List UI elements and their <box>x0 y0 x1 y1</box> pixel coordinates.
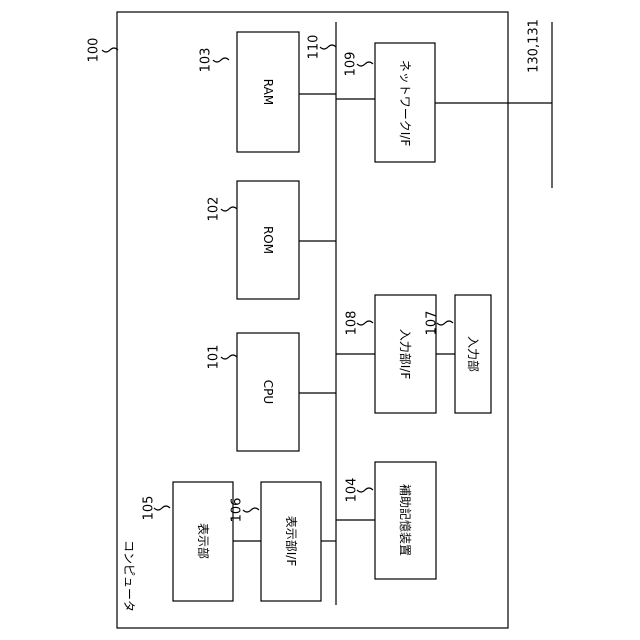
ref-110-leader <box>320 45 336 49</box>
display-if-label: 表示部I/F <box>284 516 299 567</box>
input-if-label: 入力部I/F <box>398 329 413 380</box>
display-label: 表示部 <box>196 523 211 559</box>
ref-101-leader <box>221 355 237 359</box>
ref-102: 102 <box>207 197 222 222</box>
ref-107: 107 <box>425 311 440 336</box>
ref-105: 105 <box>142 496 157 521</box>
ref-101: 101 <box>207 345 222 370</box>
ref-109: 109 <box>344 52 359 77</box>
computer-label: コンピュータ <box>122 540 136 612</box>
ref-106-leader <box>243 508 259 512</box>
ref-100-leader <box>102 48 118 52</box>
ref-108: 108 <box>345 311 360 336</box>
network-if-label: ネットワークI/F <box>398 60 412 147</box>
ref-102-leader <box>221 207 237 211</box>
ref-109-leader <box>357 62 373 66</box>
ref-106: 106 <box>230 498 245 523</box>
aux-storage-label: 補助記憶装置 <box>398 484 413 556</box>
rom-label: ROM <box>261 226 275 254</box>
ref-110: 110 <box>307 35 322 60</box>
ref-103: 103 <box>199 48 214 73</box>
ref-130-131: 130,131 <box>527 19 542 73</box>
ram-label: RAM <box>261 79 275 105</box>
cpu-label: CPU <box>261 380 275 404</box>
ref-104: 104 <box>345 478 360 503</box>
input-label: 入力部 <box>466 336 481 372</box>
ref-103-leader <box>213 58 229 62</box>
ref-100: 100 <box>87 38 102 63</box>
